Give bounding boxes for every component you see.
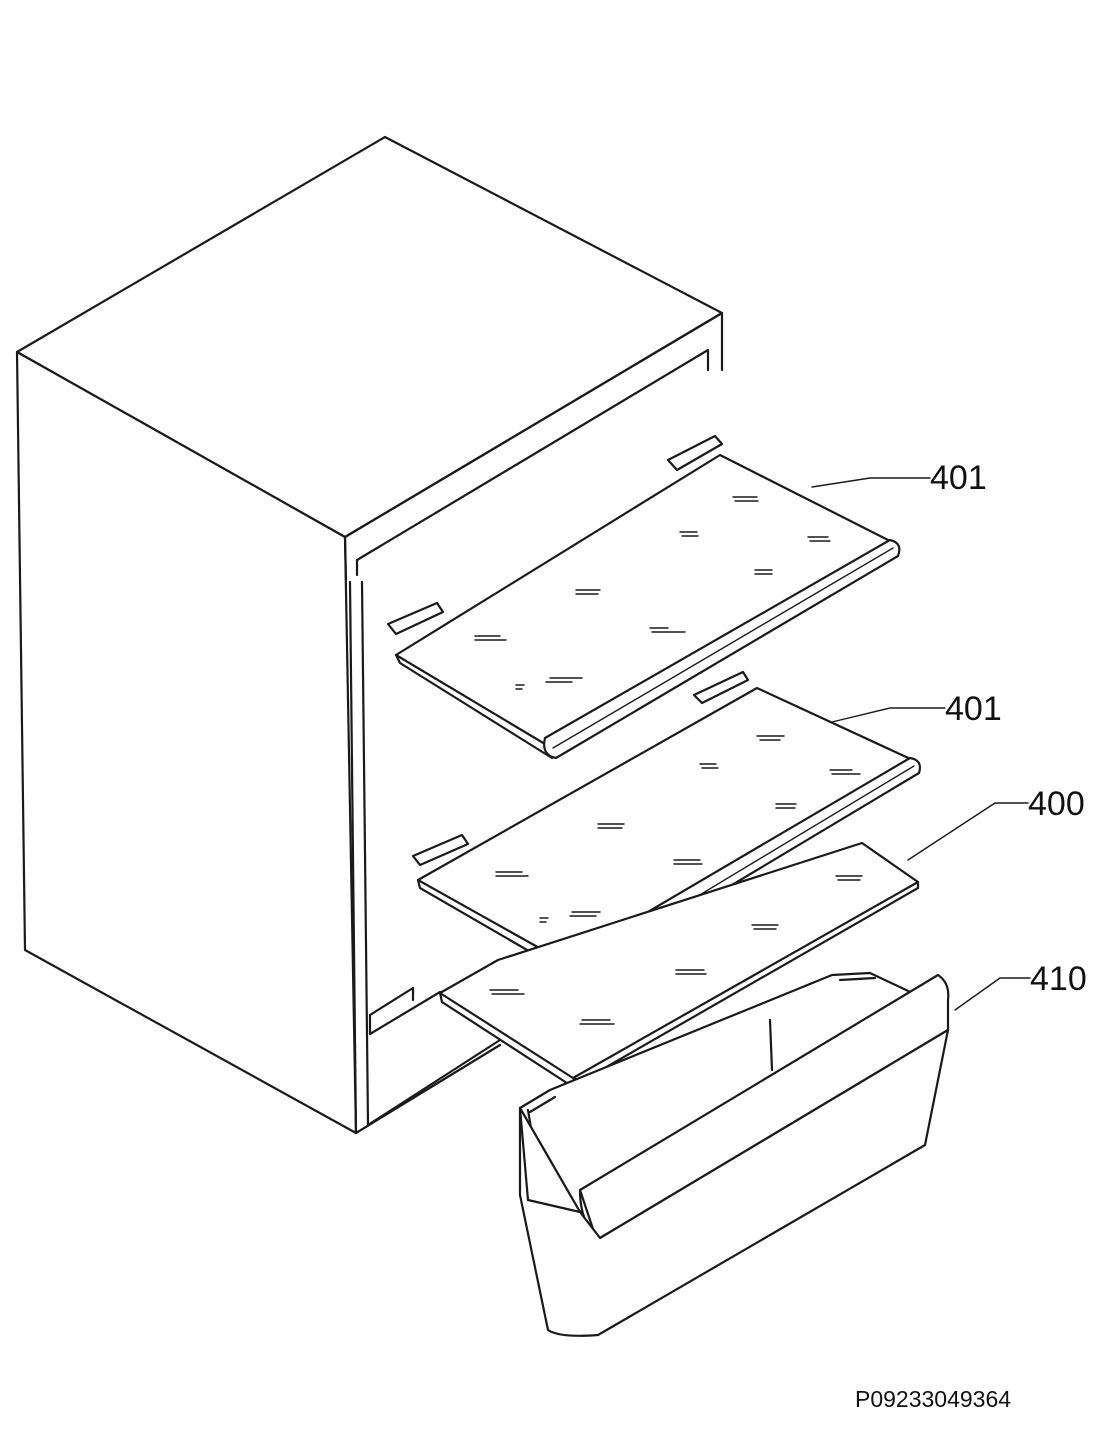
callout-label-crisper-drawer: 410	[1030, 960, 1087, 998]
callout-label-upper-shelf: 401	[930, 459, 987, 497]
callout-leaders	[811, 477, 1031, 1011]
callout-label-middle-shelf: 401	[945, 690, 1002, 728]
leader-line-crisper-cover	[907, 802, 1029, 861]
leader-line-upper-shelf	[811, 477, 931, 488]
leader-line-middle-shelf	[831, 707, 946, 723]
document-number: P09233049364	[855, 1386, 1011, 1412]
callout-label-crisper-cover: 400	[1028, 785, 1085, 823]
crisper-drawer	[518, 971, 950, 1337]
refrigerator-cabinet	[15, 135, 724, 1135]
leader-line-crisper-drawer	[954, 977, 1031, 1011]
upper-glass-shelf	[386, 434, 901, 760]
